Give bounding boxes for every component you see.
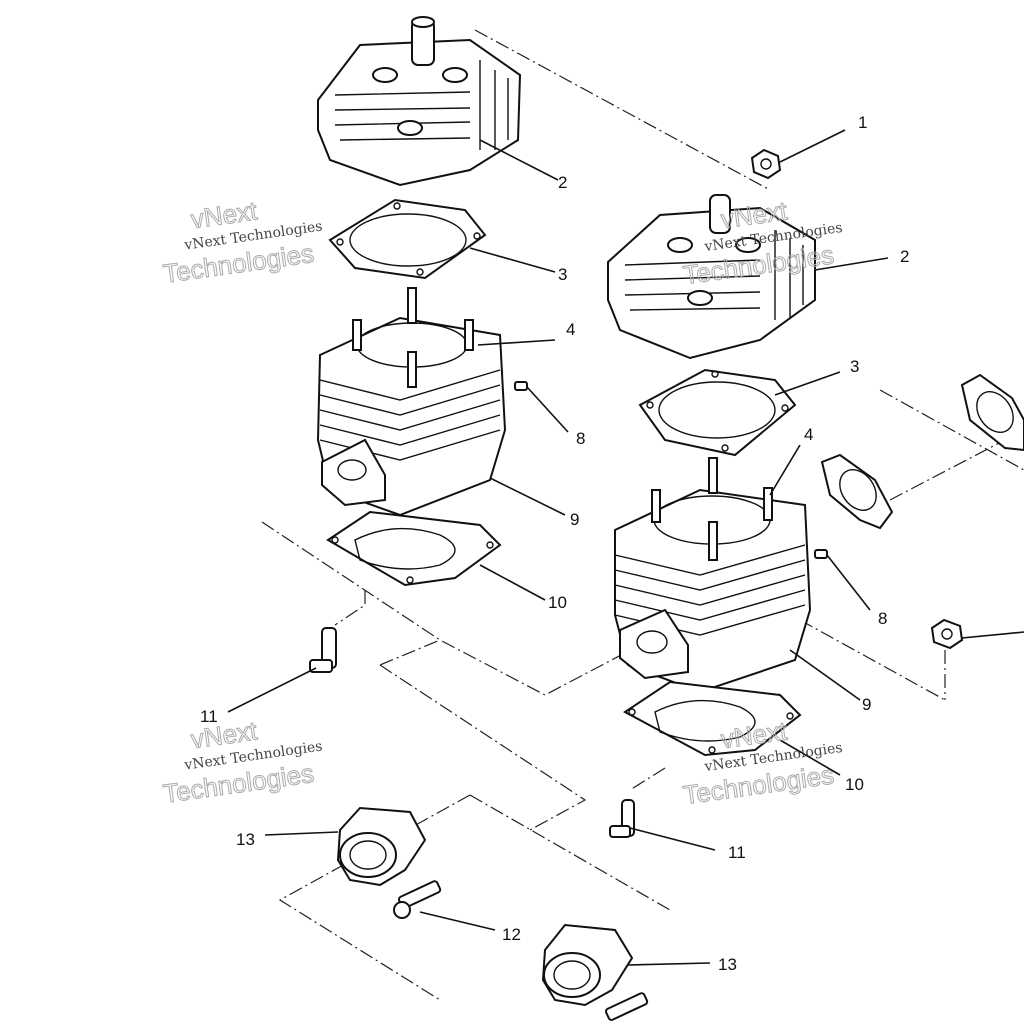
- base-gasket-left: [326, 510, 502, 587]
- fitting-right: [609, 799, 635, 838]
- callout-11-right: 11: [728, 843, 746, 862]
- intake-manifold-upper: [336, 806, 427, 887]
- callout-10-left: 10: [548, 593, 567, 612]
- callout-labels: 1 2 2 3 3 4 4 8 8 9 9 10 10 11 11 12 13 …: [200, 113, 909, 974]
- callout-1: 1: [858, 113, 867, 132]
- callout-12: 12: [502, 925, 521, 944]
- cylinder-head-right: [607, 194, 816, 360]
- callout-13-lower: 13: [718, 955, 737, 974]
- watermark-1: vNext vNext Technologies Technologies: [161, 195, 324, 289]
- head-gasket-right: [638, 368, 797, 457]
- callout-13-upper: 13: [236, 830, 255, 849]
- callout-3-left: 3: [558, 265, 567, 284]
- exhaust-gaskets-right: [820, 373, 1024, 530]
- callout-4-left: 4: [566, 320, 575, 339]
- nut-top: [750, 148, 782, 180]
- fitting-left: [309, 627, 337, 673]
- callout-2-right: 2: [900, 247, 909, 266]
- callout-4-right: 4: [804, 425, 813, 444]
- callout-11-left: 11: [200, 707, 218, 726]
- callout-9-left: 9: [570, 510, 579, 529]
- callout-2-left: 2: [558, 173, 567, 192]
- bolt-12-lower: [604, 992, 649, 1021]
- callout-9-right: 9: [862, 695, 871, 714]
- bolt-12: [393, 880, 442, 919]
- callout-8-right: 8: [878, 609, 887, 628]
- base-gasket-right: [623, 680, 802, 757]
- cylinder-head-left: [317, 16, 522, 187]
- callout-3-right: 3: [850, 357, 859, 376]
- intake-manifold-lower: [541, 923, 634, 1007]
- cylinder-left: [316, 287, 528, 517]
- nut-lower: [930, 618, 964, 650]
- assembly-centerlines: [261, 29, 1024, 1001]
- leader-lines: [227, 129, 1024, 966]
- cylinder-right: [614, 457, 828, 694]
- watermark-3: vNext vNext Technologies Technologies: [161, 715, 324, 809]
- head-gasket-left: [328, 198, 487, 280]
- callout-8-left: 8: [576, 429, 585, 448]
- callout-10-right: 10: [845, 775, 864, 794]
